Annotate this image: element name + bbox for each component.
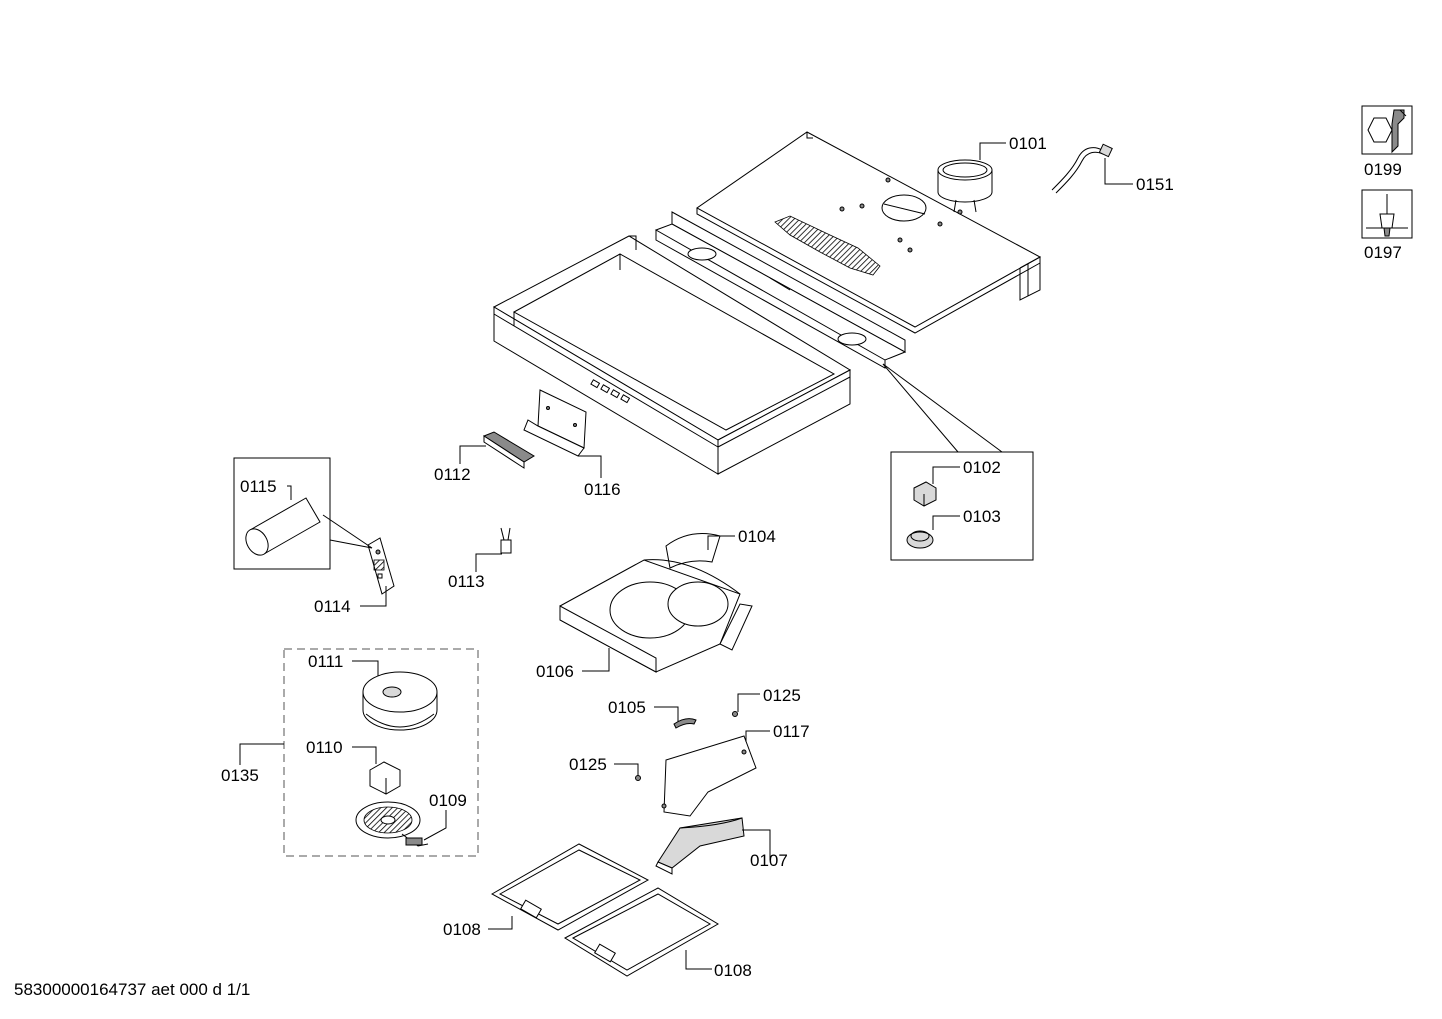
callout-labels: 0101 0151 0199 0197 0102 0103 0104 0106 … (221, 134, 1402, 980)
clip-part (673, 718, 697, 729)
callout-0106: 0106 (536, 662, 574, 681)
fan-housing (559, 559, 753, 673)
lamp-parts-inset (890, 451, 1034, 561)
callout-0111: 0111 (308, 652, 343, 671)
callout-0102: 0102 (963, 458, 1001, 477)
motor-assembly-group (283, 648, 479, 857)
callout-0109: 0109 (429, 791, 467, 810)
air-deflector (655, 817, 745, 875)
callout-0151: 0151 (1136, 175, 1174, 194)
electronics-inset (233, 457, 331, 570)
hood-top-cover (696, 131, 1042, 334)
switch-bracket (523, 389, 587, 457)
callout-0110: 0110 (306, 738, 343, 757)
control-pcb (367, 537, 395, 595)
control-switch-strip (482, 431, 535, 469)
capacitor-cylinder (245, 497, 321, 556)
lamp-holder (913, 481, 937, 507)
screwdriver-icon (1361, 189, 1413, 239)
callout-0199: 0199 (1364, 160, 1402, 179)
callout-0108-left: 0108 (443, 920, 481, 939)
duct-plate (661, 735, 757, 817)
hood-body-frame (492, 235, 852, 475)
callout-0101: 0101 (1009, 134, 1047, 153)
callout-0113: 0113 (448, 572, 485, 591)
callout-0115: 0115 (240, 477, 277, 496)
callout-0104: 0104 (738, 527, 776, 546)
fan-impeller (362, 671, 438, 731)
callout-0103: 0103 (963, 507, 1001, 526)
lamp-bulb (906, 530, 934, 549)
callout-0116: 0116 (584, 480, 621, 499)
callout-0117: 0117 (773, 722, 810, 741)
fan-motor (355, 801, 429, 847)
leader-lines (239, 142, 1133, 970)
screw-upper (732, 711, 738, 717)
callout-0135: 0135 (221, 766, 259, 785)
callout-0105: 0105 (608, 698, 646, 717)
air-flap (665, 533, 721, 569)
callout-0108-right: 0108 (714, 961, 752, 980)
callout-0125-lower: 0125 (569, 755, 607, 774)
callout-0112: 0112 (434, 465, 471, 484)
document-code: 58300000164737 aet 000 d 1/1 (14, 980, 251, 999)
motor-capacitor-block (369, 761, 401, 795)
screw-lower (635, 775, 641, 781)
power-cable (1051, 143, 1113, 194)
grease-filter-right (563, 887, 719, 977)
callout-0125-upper: 0125 (763, 686, 801, 705)
grease-filter-left (490, 843, 650, 931)
exhaust-collar-ring (937, 159, 993, 213)
callout-0107: 0107 (750, 851, 788, 870)
front-rail-strip (654, 211, 907, 369)
small-capacitor (500, 527, 512, 554)
callout-0114: 0114 (314, 597, 351, 616)
callout-0197: 0197 (1364, 243, 1402, 262)
wrench-nut-icon (1361, 105, 1413, 155)
